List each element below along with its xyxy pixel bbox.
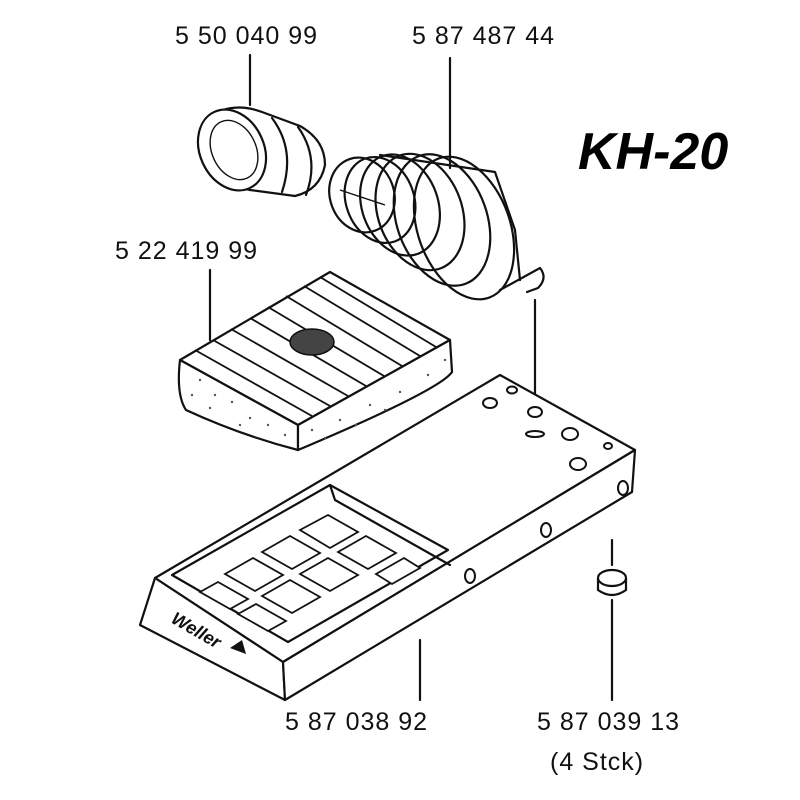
foot-part (596, 568, 628, 597)
spiral-holder-part (328, 152, 545, 301)
part-number-foot: 5 87 039 13 (537, 708, 681, 736)
part-number-sponge: 5 22 419 99 (115, 237, 259, 265)
base-part: Weller (138, 373, 637, 702)
part-number-tip-holder: 5 50 040 99 (175, 22, 319, 50)
part-number-base: 5 87 038 92 (285, 708, 429, 736)
foot-quantity: (4 Stck) (550, 748, 645, 776)
model-title: KH-20 (578, 123, 729, 181)
part-number-spiral-holder: 5 87 487 44 (412, 22, 556, 50)
sponge-part (177, 270, 454, 452)
tip-holder-part (196, 106, 327, 198)
